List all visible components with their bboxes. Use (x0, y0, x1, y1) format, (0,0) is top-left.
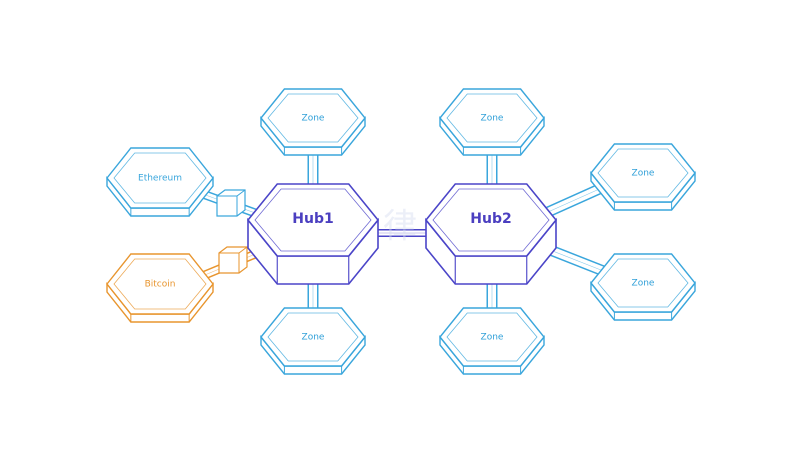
hub2-label: Hub2 (470, 211, 511, 227)
hub1-label: Hub1 (292, 211, 333, 227)
bitcoin-peg-zone-icon (218, 246, 248, 274)
hub1: Hub1 (246, 183, 380, 285)
ethereum-label: Ethereum (138, 174, 182, 184)
bitcoin-label: Bitcoin (145, 280, 176, 290)
zone-label: Zone (481, 114, 504, 124)
zone-right-lower: Zone (590, 253, 696, 321)
hub2: Hub2 (424, 183, 558, 285)
zone-label: Zone (481, 333, 504, 343)
zone-top-left: Zone (260, 88, 366, 156)
ethereum-peg-zone-icon (216, 189, 246, 217)
zone-label: Zone (302, 333, 325, 343)
zone-bottom-right: Zone (439, 307, 545, 375)
ethereum-node: Ethereum (106, 147, 214, 217)
zone-label: Zone (302, 114, 325, 124)
zone-label: Zone (632, 279, 655, 289)
bitcoin-node: Bitcoin (106, 253, 214, 323)
zone-top-right: Zone (439, 88, 545, 156)
zone-label: Zone (632, 169, 655, 179)
connector-hub2-zone-right-upper (545, 180, 609, 218)
zone-bottom-left: Zone (260, 307, 366, 375)
zone-right-upper: Zone (590, 143, 696, 211)
